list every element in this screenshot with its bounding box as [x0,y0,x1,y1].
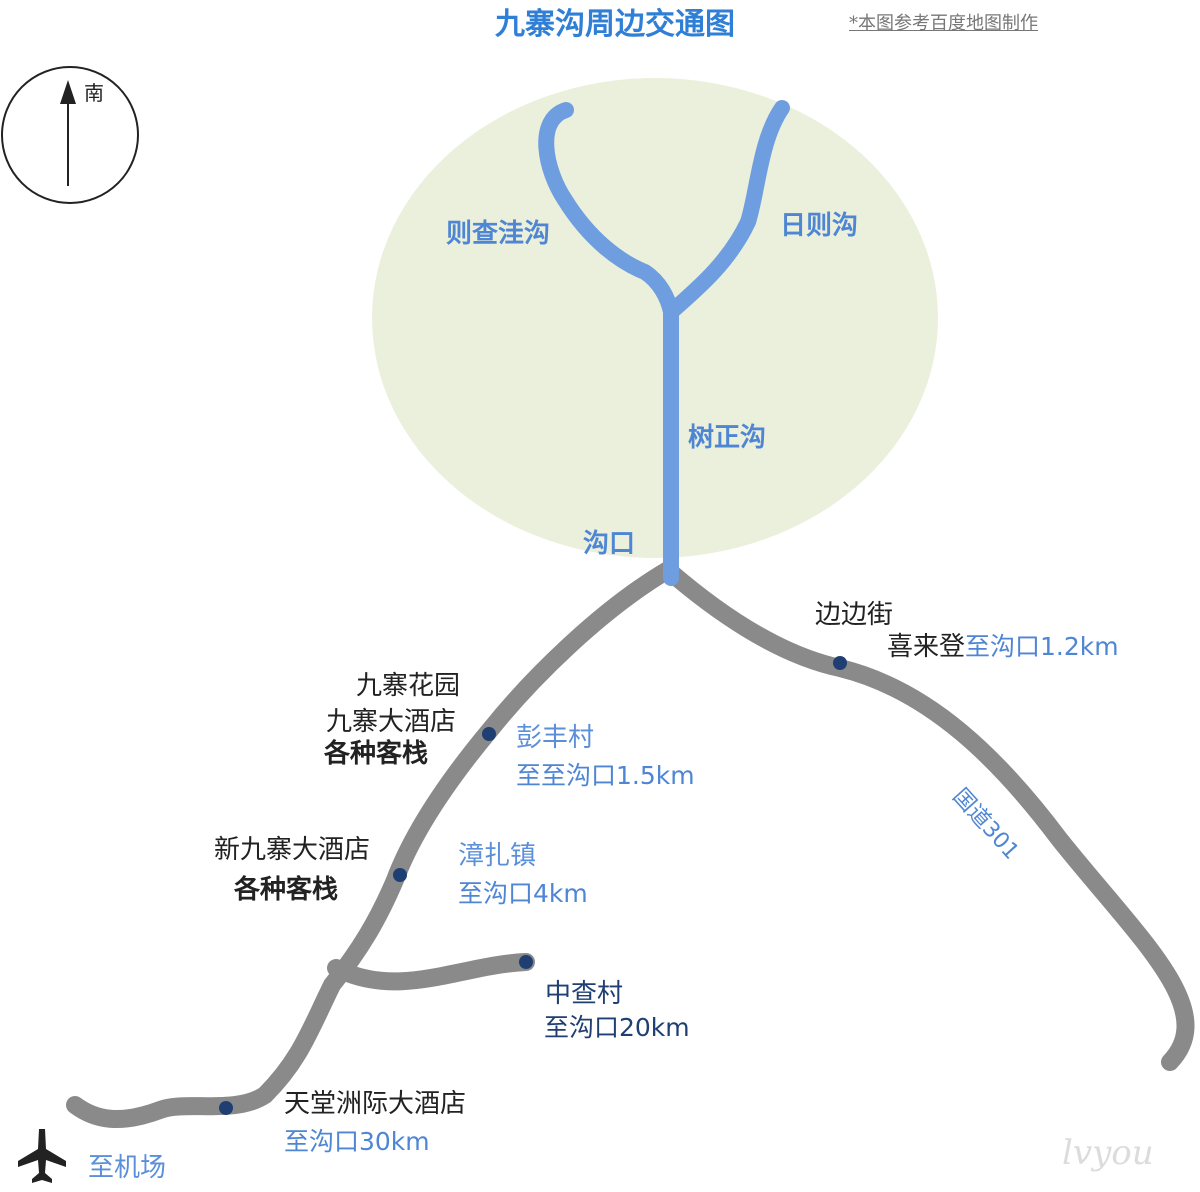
label-pengfeng-distance: 至至沟口1.5km [516,761,695,790]
marker-bianbianjie [833,656,847,670]
label-rize: 日则沟 [780,211,859,241]
label-zechawa: 则查洼沟 [446,219,551,249]
marker-zhangzha [393,868,407,882]
road-national-301 [659,561,1195,1071]
map-title: 九寨沟周边交通图 [495,7,735,42]
road-to-airport [66,561,677,1129]
watermark: lvyou [1062,1133,1154,1173]
source-note: *本图参考百度地图制作 [849,13,1038,34]
north-arrow-icon [60,80,76,186]
label-shuzheng: 树正沟 [688,423,767,453]
label-tiantang-hotel: 天堂洲际大酒店 [284,1089,467,1119]
label-jiuzhai-garden: 九寨花园 [356,671,461,701]
label-airport: 至机场 [88,1153,167,1183]
label-tiantang-distance: 至沟口30km [284,1127,430,1156]
label-bianbianjie: 边边街 [815,600,894,630]
compass-label: 南 [84,81,104,105]
valley-zechawa [538,102,679,320]
label-zhangzha-distance: 至沟口4km [458,879,588,908]
airplane-icon [18,1129,66,1183]
label-sheraton-line: 喜来登至沟口1.2km [887,632,1119,663]
label-zhangzha: 漳扎镇 [458,841,537,871]
label-jiuzhai-hotel: 九寨大酒店 [326,707,457,737]
compass [1,66,139,204]
label-sheraton: 喜来登 [887,632,966,662]
marker-pengfeng [482,727,496,741]
road-to-zhongcha [327,953,535,991]
valley-rize [663,100,790,320]
label-new-jiuzhai-hotel: 新九寨大酒店 [214,835,371,865]
label-pengfeng-inns: 各种客栈 [324,739,429,769]
label-zhangzha-inns: 各种客栈 [234,875,339,905]
park-area [372,78,938,558]
label-sheraton-distance: 至沟口1.2km [965,632,1119,661]
marker-tiantang [219,1101,233,1115]
label-zhongcha-distance: 至沟口20km [544,1013,690,1042]
marker-zhongcha [519,955,533,969]
label-entrance: 沟口 [583,529,636,559]
label-zhongcha: 中查村 [545,979,624,1009]
label-pengfeng: 彭丰村 [516,723,595,753]
